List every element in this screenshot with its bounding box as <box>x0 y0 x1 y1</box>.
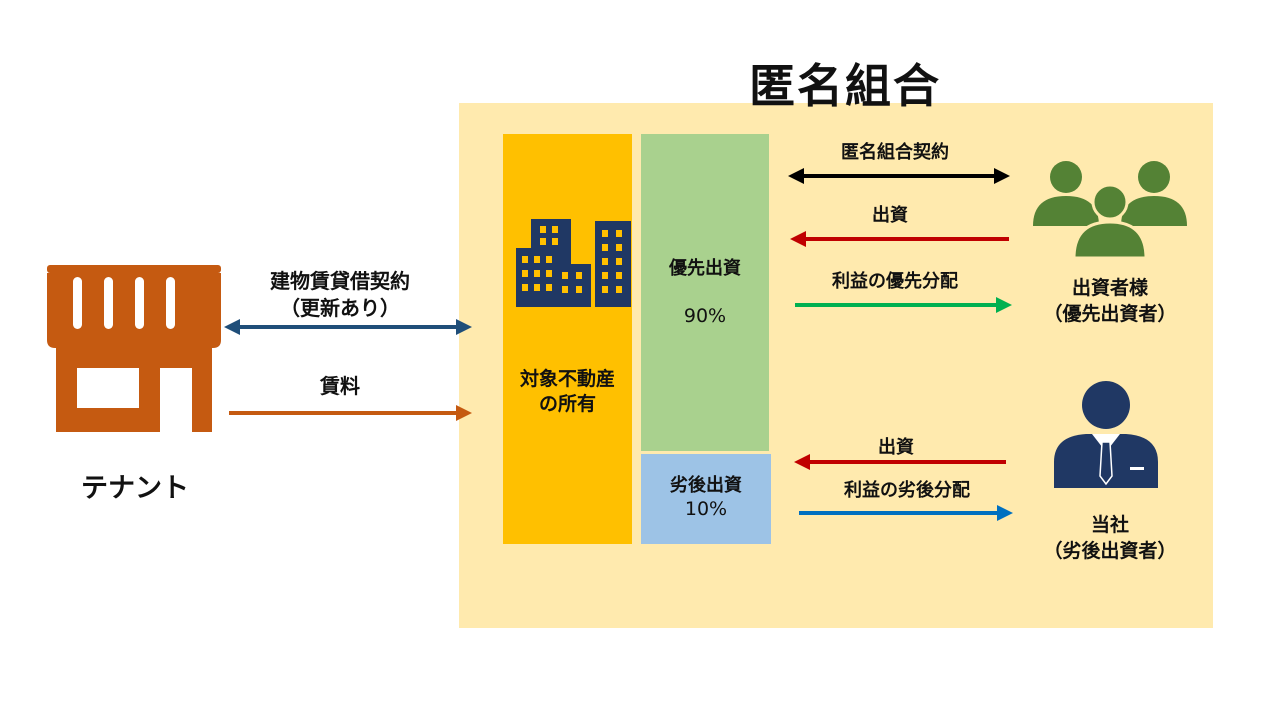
company-role-label: （劣後出資者） <box>1043 540 1177 562</box>
junior-invest-label: 出資 <box>878 437 914 458</box>
senior-profit-label: 利益の優先分配 <box>832 271 958 292</box>
senior-invest-label: 出資 <box>872 205 908 226</box>
rent-arrow <box>229 405 472 421</box>
senior-invest-arrow <box>790 231 1009 247</box>
store-icon <box>47 265 221 432</box>
investors-role-label: （優先出資者） <box>1043 303 1177 325</box>
building-icon <box>516 219 631 307</box>
lease-contract-arrow <box>224 319 472 335</box>
senior-investment-column <box>641 134 769 451</box>
businessman-icon <box>1054 381 1158 488</box>
investors-label: 出資者様 <box>1071 277 1148 299</box>
tk-contract-label: 匿名組合契約 <box>841 142 949 163</box>
junior-invest-arrow <box>794 454 1006 470</box>
junior-profit-label: 利益の劣後分配 <box>844 480 970 501</box>
senior-percent: 90% <box>683 305 727 327</box>
people-icon <box>1033 161 1187 260</box>
lease-renewal-label: （更新あり） <box>280 296 400 320</box>
junior-profit-arrow <box>799 505 1013 521</box>
junior-investment-column <box>641 454 771 544</box>
junior-percent: 10% <box>684 498 728 520</box>
property-label-line2: の所有 <box>538 393 596 415</box>
tenant-label: テナント <box>81 473 189 504</box>
company-label: 当社 <box>1090 514 1129 536</box>
property-column <box>503 134 632 544</box>
junior-label: 劣後出資 <box>670 475 742 496</box>
senior-profit-arrow <box>795 297 1012 313</box>
senior-label: 優先出資 <box>669 258 741 279</box>
property-label-line1: 対象不動産 <box>519 368 615 390</box>
diagram-title: 匿名組合 <box>749 59 941 113</box>
tk-contract-arrow <box>788 168 1010 184</box>
lease-contract-label: 建物賃貸借契約 <box>270 269 410 293</box>
rent-label: 賃料 <box>320 374 360 398</box>
